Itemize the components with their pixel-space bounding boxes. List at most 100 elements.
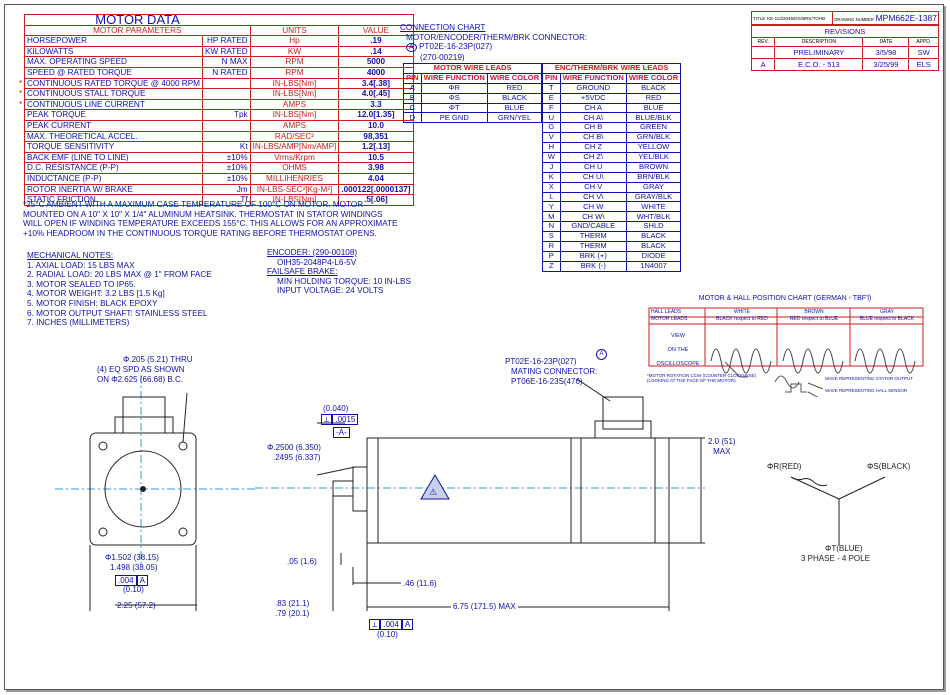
hall-col-2-sub: RED respect to BLUE <box>789 316 839 322</box>
svg-text:⚠: ⚠ <box>429 487 437 497</box>
param-name: BACK EMF (LINE TO LINE) <box>27 152 129 162</box>
motor-data-table: MOTOR DATA MOTOR PARAMETERS UNITS VALUE … <box>19 12 414 206</box>
side-label: OSCILLOSCOPE <box>656 361 700 367</box>
motor-data-title: MOTOR DATA <box>95 12 180 28</box>
pilot-1: Φ1.502 (38.15) <box>105 553 159 562</box>
pilot-diameter: Φ1.502 (38.15) 1.498 (38.05) <box>105 553 159 573</box>
hall-col-1-sub: BLACK respect to RED <box>716 316 768 322</box>
brake-title: FAILSAFE BRAKE: <box>267 267 338 277</box>
revision-cell: ELS <box>908 58 939 71</box>
param-name: STATIC FRICTION <box>27 195 96 205</box>
param-name: CONTINUOUS LINE CURRENT <box>27 99 145 109</box>
encoder-notes: ENCODER: (290-00108) OIH35-2048P4-L6-5V … <box>267 248 447 296</box>
hall-leads-label: HALL LEADS <box>651 309 682 315</box>
shaft-d1: Φ.2500 (6.350) <box>267 443 321 452</box>
perp-icon: ⟂ <box>369 619 381 630</box>
hall-waveforms <box>710 348 916 374</box>
datum-a: -A- <box>333 427 350 438</box>
hall-col-2: BROWN <box>804 309 824 315</box>
param-mark: * <box>19 89 23 99</box>
param-name: HORSEPOWER <box>27 36 88 46</box>
revision-cell: E.C.O. - 513 <box>774 58 864 71</box>
mechanical-notes: MECHANICAL NOTES: 1. AXIAL LOAD: 15 LBS … <box>27 251 267 328</box>
note-item: 2. RADIAL LOAD: 20 LBS MAX @ 1" FROM FAC… <box>27 270 212 280</box>
front-view <box>55 375 255 611</box>
color-cell: 1N4007 <box>625 260 682 272</box>
param-name: D.C. RESISTANCE (P-P) <box>27 163 119 173</box>
brake-torque: MIN HOLDING TORQUE: 10 IN-LBS <box>277 276 411 286</box>
phase-t: ΦT(BLUE) <box>825 544 863 553</box>
hall-col-3-sub: BLUE respect to BLACK <box>859 316 915 322</box>
hall-waveform <box>782 348 844 374</box>
runout-mm: (0.10) <box>123 585 144 594</box>
square-dim: 2.25 (57.2) <box>117 601 156 610</box>
runout-ref: A <box>136 575 148 586</box>
note-item: 6. MOTOR OUTPUT SHAFT: STAINLESS STEEL <box>27 308 208 318</box>
param-name: ROTOR INERTIA W/ BRAKE <box>27 184 133 194</box>
shaft-d2: .2495 (6.337) <box>273 453 321 462</box>
pilot-len-dim: .46 (11.6) <box>403 579 437 588</box>
param-name: INDUCTANCE (P-P) <box>27 174 102 183</box>
revisions-table: REVISIONS REV. DESCRIPTION DATE APPD. PR… <box>750 25 939 71</box>
shaft-tol: .0015 <box>332 414 359 425</box>
connector-note: PT02E-16-23P(027) MATING CONNECTOR: PT06… <box>505 357 597 387</box>
perp-ref: A <box>401 619 414 630</box>
shaft-tol-mm: (0.040) <box>323 404 349 413</box>
param-name: PEAK TORQUE <box>27 110 86 120</box>
phase-r: ΦR(RED) <box>767 462 802 471</box>
connection-chart-header: CONNECTION CHART MOTOR/ENCODER/THERM/BRK… <box>400 23 620 62</box>
wye-caption: 3 PHASE - 4 POLE <box>801 554 870 563</box>
encoder-title: ENCODER: (290-00108) <box>267 248 358 257</box>
perp-mm: (0.10) <box>377 630 398 639</box>
height-sub: MAX <box>713 447 731 456</box>
shaft-diameter: Φ.2500 (6.350) .2495 (6.337) <box>267 443 321 463</box>
title-label: TITLE <box>753 15 766 21</box>
param-name: MAX. OPERATING SPEED <box>27 57 127 67</box>
legend-stator: WAVE REPRESENTING STATOR OUTPUT <box>825 376 914 381</box>
side-label: VIEW <box>670 333 686 339</box>
param-name: SPEED @ RATED TORQUE <box>27 68 132 78</box>
connection-chart-title: CONNECTION CHART <box>400 23 486 32</box>
title-block: TITLE KE-113/2045/DG/BRK/TOHB DRAWING NU… <box>750 11 939 71</box>
drawing-number-label: DRAWING NUMBER <box>834 17 874 22</box>
param-name: KILOWATTS <box>27 46 74 56</box>
hole-note-1: Φ.205 (5.21) THRU <box>123 355 193 364</box>
enc-wire-leads-table: ENC/THERM/BRK WIRE LEADS PIN WIRE FUNCTI… <box>541 63 682 272</box>
param-cell: STATIC FRICTION <box>24 194 203 206</box>
connector-3: PT06E-16-23S(476) <box>511 377 583 386</box>
motor-leads-label: MOTOR LEADS <box>651 316 688 322</box>
connector-part: (270-00219) <box>420 52 465 62</box>
title-block-table: TITLE KE-113/2045/DG/BRK/TOHB DRAWING NU… <box>750 11 939 25</box>
revision-cell: A <box>750 58 776 71</box>
runout-value: .004 <box>115 575 137 586</box>
drawing-sheet: MOTOR DATA MOTOR PARAMETERS UNITS VALUE … <box>4 4 944 690</box>
wye-diagram <box>790 476 886 545</box>
connector-1: PT02E-16-23P(027) <box>505 357 577 366</box>
drawing-number: MPM662E-1387 <box>875 13 937 23</box>
flange-dim: .05 (1.6) <box>287 557 317 566</box>
param-name: PEAK CURRENT <box>27 121 92 131</box>
note-item: 1. AXIAL LOAD: 15 LBS MAX <box>27 260 135 270</box>
value-cell: .5[.06] <box>338 194 414 206</box>
height-value: 2.0 (51) <box>708 437 736 446</box>
brake-voltage: INPUT VOLTAGE: 24 VOLTS <box>277 286 384 296</box>
connection-chart-subtitle: MOTOR/ENCODER/THERM/BRK CONNECTOR: <box>406 32 588 42</box>
color-cell: GRN/YEL <box>486 112 543 124</box>
param-mark: * <box>19 99 23 109</box>
param-mark: * <box>19 78 23 88</box>
shaft-len-1: .83 (21.1) <box>275 599 310 608</box>
connector-2: MATING CONNECTOR: <box>511 367 598 376</box>
callout-a-side: A <box>596 349 607 360</box>
hole-note-2: (4) EQ SPD AS SHOWN <box>97 365 185 374</box>
shaft-tol-frame: ⟂.0015 <box>321 414 359 425</box>
